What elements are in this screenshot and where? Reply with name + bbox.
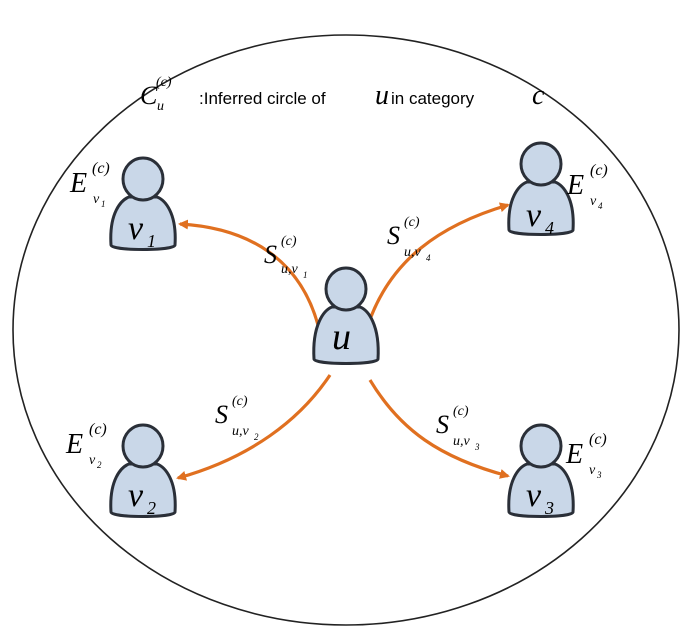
node-v4-sub: 4 xyxy=(545,218,554,238)
person-icon xyxy=(109,156,177,251)
svg-text:3: 3 xyxy=(596,470,602,480)
svg-text:(c): (c) xyxy=(590,162,608,179)
caption-var-u: u xyxy=(375,80,389,111)
svg-text:S: S xyxy=(264,240,277,269)
svg-text:u,v: u,v xyxy=(281,262,299,277)
svg-text:(c): (c) xyxy=(232,394,248,409)
svg-text:v: v xyxy=(589,463,596,478)
circle-symbol: C xyxy=(140,81,158,110)
svg-text:S: S xyxy=(215,400,228,429)
node-v3: v 3 xyxy=(507,423,575,518)
svg-text:(c): (c) xyxy=(589,431,607,448)
node-v1-label: v xyxy=(128,210,144,247)
edge-label-v3: S (c) u,v 3 xyxy=(436,404,480,452)
circle-caption: C (c) u :Inferred circle of u in categor… xyxy=(140,75,545,114)
expertise-v4: E (c) v 4 xyxy=(566,162,608,211)
circle-symbol-sub: u xyxy=(157,99,164,114)
expertise-v3: E (c) v 3 xyxy=(565,431,607,480)
edge-u-v3 xyxy=(368,379,510,479)
node-v3-label: v xyxy=(526,477,542,514)
node-u: u xyxy=(312,266,380,365)
svg-text:4: 4 xyxy=(426,253,431,263)
node-v4-label: v xyxy=(526,197,542,234)
svg-text:E: E xyxy=(69,168,87,199)
svg-text:4: 4 xyxy=(598,201,603,211)
svg-text:(c): (c) xyxy=(404,215,420,230)
person-icon xyxy=(109,423,177,518)
edge-label-v1: S (c) u,v 1 xyxy=(264,234,308,280)
svg-text:u,v: u,v xyxy=(453,434,471,449)
svg-text:(c): (c) xyxy=(281,234,297,249)
node-v2-sub: 2 xyxy=(147,498,156,518)
edge-u-v1 xyxy=(178,219,320,326)
svg-text:v: v xyxy=(93,192,100,207)
caption-var-c: c xyxy=(532,80,545,111)
node-v4: v 4 xyxy=(507,141,575,238)
expertise-v1: E (c) v 1 xyxy=(69,160,110,209)
circle-boundary xyxy=(12,34,680,626)
svg-text:2: 2 xyxy=(254,432,259,442)
svg-text:v: v xyxy=(590,194,597,209)
svg-text:(c): (c) xyxy=(89,421,107,438)
edge-label-v4: S (c) u,v 4 xyxy=(387,215,431,263)
svg-text:E: E xyxy=(566,170,584,201)
node-v1: v 1 xyxy=(109,156,177,251)
node-v1-sub: 1 xyxy=(147,231,156,251)
person-icon xyxy=(312,266,380,365)
edge-u-v4 xyxy=(366,202,510,326)
svg-text:(c): (c) xyxy=(453,404,469,419)
svg-text:2: 2 xyxy=(97,460,102,470)
svg-text:S: S xyxy=(387,221,400,250)
svg-text:u,v: u,v xyxy=(404,245,422,260)
caption-middle: in category xyxy=(391,89,475,108)
svg-text:u,v: u,v xyxy=(232,424,250,439)
svg-text:E: E xyxy=(565,439,583,470)
svg-text:1: 1 xyxy=(303,270,308,280)
node-v2: v 2 xyxy=(109,423,177,518)
caption-prefix: :Inferred circle of xyxy=(199,89,326,108)
node-v2-label: v xyxy=(128,477,144,514)
expertise-v2: E (c) v 2 xyxy=(65,421,107,470)
edge-u-v2 xyxy=(176,374,332,481)
svg-text:1: 1 xyxy=(101,199,106,209)
person-icon xyxy=(507,141,575,236)
svg-text:E: E xyxy=(65,429,83,460)
svg-text:(c): (c) xyxy=(92,160,110,177)
node-v3-sub: 3 xyxy=(544,498,554,518)
circle-symbol-sup: (c) xyxy=(156,75,172,90)
svg-text:v: v xyxy=(89,453,96,468)
person-icon xyxy=(507,423,575,518)
svg-text:3: 3 xyxy=(474,442,480,452)
svg-text:S: S xyxy=(436,410,449,439)
node-u-label: u xyxy=(332,316,351,358)
edge-label-v2: S (c) u,v 2 xyxy=(215,394,259,442)
